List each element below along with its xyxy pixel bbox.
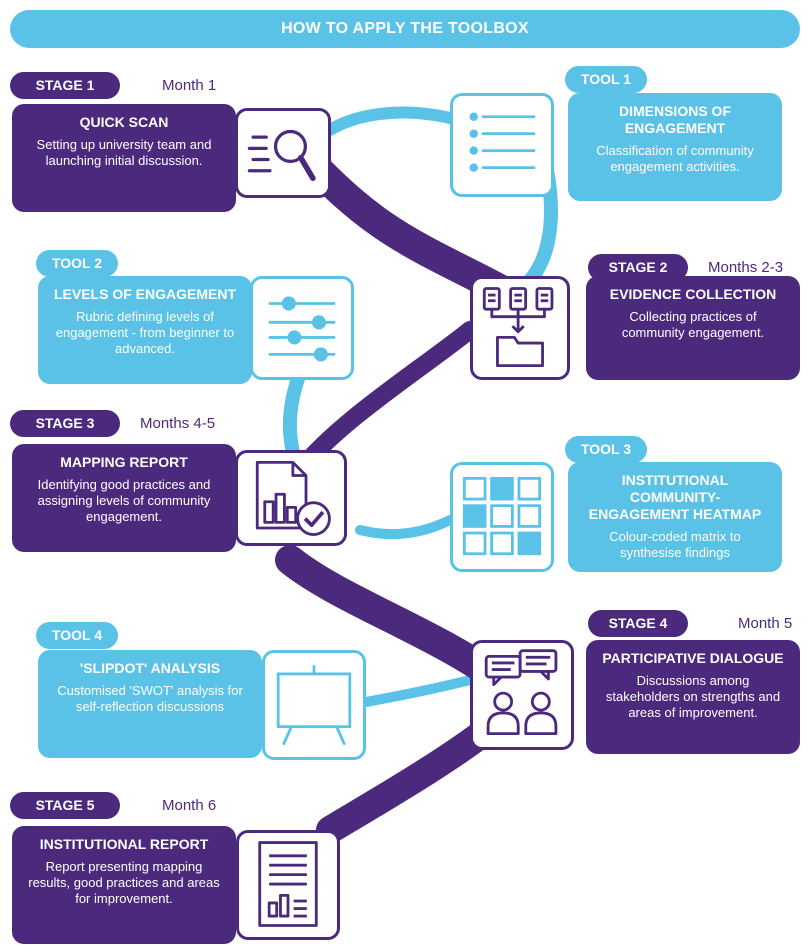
- chat-people-icon: [484, 649, 558, 736]
- report-chart-check-icon: [255, 460, 331, 536]
- stage4-badge: STAGE 4: [588, 610, 688, 637]
- tool2-description: Rubric defining levels of engagement - f…: [55, 309, 235, 356]
- stage5-title: INSTITUTIONAL REPORT: [39, 836, 209, 852]
- checklist-icon: [469, 112, 536, 172]
- stage4-card: PARTICIPATIVE DIALOGUE Discussions among…: [586, 640, 800, 754]
- tool2-card: LEVELS OF ENGAGEMENT Rubric defining lev…: [38, 276, 252, 384]
- stage1-card: QUICK SCAN Setting up university team an…: [12, 104, 236, 212]
- tool1-badge: TOOL 1: [565, 66, 647, 93]
- stage4-icon-tile: [470, 640, 574, 750]
- stage3-title: MAPPING REPORT: [60, 454, 188, 470]
- tool4-card: 'SLIPDOT' ANALYSIS Customised 'SWOT' ana…: [38, 650, 262, 758]
- stage3-card: MAPPING REPORT Identifying good practice…: [12, 444, 236, 552]
- documents-to-folder-icon: [482, 287, 554, 368]
- tool3-icon-tile: [450, 462, 554, 572]
- tool1-description: Classification of community engagement a…: [596, 143, 754, 174]
- stage2-icon-tile: [470, 276, 570, 380]
- stage4-title: PARTICIPATIVE DIALOGUE: [602, 650, 784, 666]
- stage5-icon-tile: [236, 830, 340, 940]
- sliders-icon: [268, 296, 336, 362]
- tool4-title: 'SLIPDOT' ANALYSIS: [79, 660, 221, 676]
- stage5-card: INSTITUTIONAL REPORT Report presenting m…: [12, 826, 236, 944]
- stage1-description: Setting up university team and launching…: [36, 137, 212, 168]
- tool3-badge: TOOL 3: [565, 436, 647, 463]
- heatmap-grid-icon: [462, 476, 542, 556]
- stage5-description: Report presenting mapping results, good …: [28, 859, 220, 906]
- tool1-icon-tile: [450, 93, 554, 197]
- stage4-description: Discussions among stakeholders on streng…: [605, 673, 781, 720]
- stage5-month: Month 6: [162, 797, 217, 814]
- stage3-icon-tile: [235, 450, 347, 546]
- tool4-icon-tile: [262, 650, 366, 760]
- flipchart-icon: [276, 664, 352, 746]
- tool4-badge: TOOL 4: [36, 622, 118, 649]
- tool4-description: Customised 'SWOT' analysis for self-refl…: [57, 683, 243, 714]
- stage1-month: Month 1: [162, 77, 217, 94]
- stage3-month: Months 4-5: [140, 415, 216, 432]
- magnifier-list-icon: [247, 129, 316, 181]
- stage2-card: EVIDENCE COLLECTION Collecting practices…: [586, 276, 800, 380]
- stage2-month: Months 2-3: [708, 259, 784, 276]
- stage1-icon-tile: [235, 108, 331, 198]
- tool3-card: INSTITUTIONAL COMMUNITY-ENGAGEMENT HEATM…: [568, 462, 782, 572]
- tool3-title: INSTITUTIONAL COMMUNITY-ENGAGEMENT HEATM…: [588, 472, 762, 522]
- stage4-month: Month 5: [738, 615, 793, 632]
- stage1-badge: STAGE 1: [10, 72, 120, 99]
- toolbox-banner-title: HOW TO APPLY THE TOOLBOX: [10, 10, 800, 48]
- tool2-badge: TOOL 2: [36, 250, 118, 277]
- tool3-description: Colour-coded matrix to synthesise findin…: [609, 529, 741, 560]
- stage1-title: QUICK SCAN: [79, 114, 169, 130]
- stage5-badge: STAGE 5: [10, 792, 120, 819]
- stage2-title: EVIDENCE COLLECTION: [609, 286, 777, 302]
- stage2-description: Collecting practices of community engage…: [621, 309, 765, 340]
- tool2-title: LEVELS OF ENGAGEMENT: [53, 286, 236, 302]
- tool3-connector: [355, 515, 455, 540]
- tool1-card: DIMENSIONS OF ENGAGEMENT Classification …: [568, 93, 782, 201]
- tool1-title: DIMENSIONS OF ENGAGEMENT: [618, 103, 731, 136]
- stage3-description: Identifying good practices and assigning…: [37, 477, 211, 524]
- stage3-badge: STAGE 3: [10, 410, 120, 437]
- document-chart-icon: [258, 841, 318, 927]
- tool2-icon-tile: [250, 276, 354, 380]
